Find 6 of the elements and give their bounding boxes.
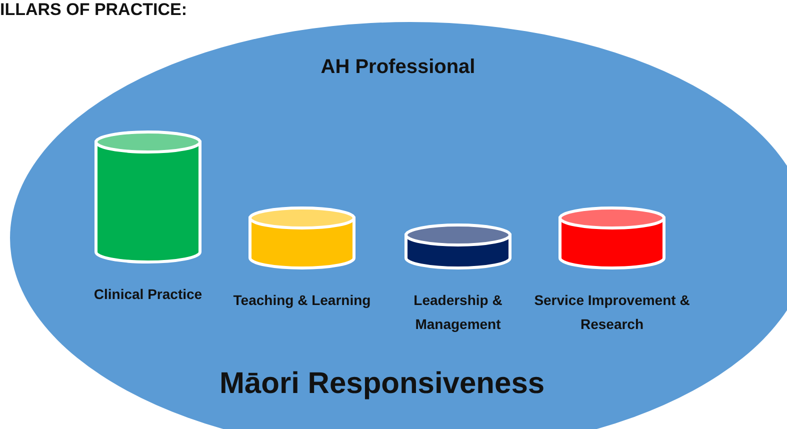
footer-heading: Māori Responsiveness: [218, 367, 546, 401]
pillar-label: Teaching & Learning: [232, 291, 372, 310]
heading: AH Professional: [320, 56, 476, 79]
heading: ILLARS OF PRACTICE:: [0, 0, 187, 20]
pillar-label: Clinical Practice: [92, 285, 204, 304]
pillar-label: Service Improvement & Research: [533, 291, 691, 334]
